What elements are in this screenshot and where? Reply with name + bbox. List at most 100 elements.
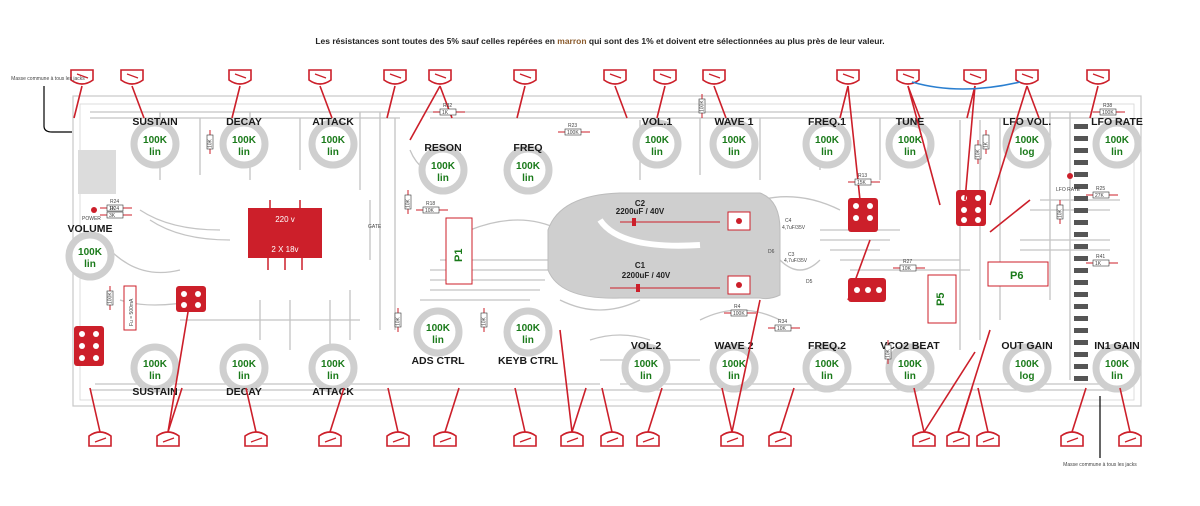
- jack-pin: [1124, 437, 1137, 443]
- pot-taper: lin: [640, 371, 652, 382]
- jack-pin: [609, 73, 622, 79]
- transformer-secondary: 2 X 18v: [271, 245, 298, 254]
- jack-body: [976, 431, 1000, 447]
- pot-value: 100K: [232, 359, 257, 370]
- jack: [896, 69, 920, 85]
- pot-ring: [802, 119, 852, 169]
- jack-wire: [779, 387, 795, 433]
- jack: [600, 431, 624, 447]
- resistor-value: 10K: [406, 198, 412, 208]
- jack-pin: [708, 73, 721, 79]
- jack-wire: [444, 387, 460, 433]
- resistor-value: 27K: [1095, 193, 1105, 199]
- pot-taper: lin: [84, 259, 96, 270]
- wire: [989, 85, 1028, 206]
- jack-pin: [324, 437, 337, 443]
- pot-label: ATTACK: [312, 116, 354, 128]
- pot-label: KEYB CTRL: [498, 355, 559, 367]
- jack-wire: [514, 387, 526, 433]
- resistors: 1KR243KR241KR32100KR23100KR38100K15KR131…: [100, 94, 1125, 364]
- pot-value: 100K: [321, 359, 346, 370]
- resistor-body: [106, 204, 124, 212]
- jack-pin: [1066, 437, 1079, 443]
- resistor-value: 100K: [567, 130, 579, 136]
- jack-wire: [1071, 387, 1087, 433]
- pot-label: RESON: [424, 142, 461, 154]
- pot-label: SUSTAIN: [132, 386, 177, 398]
- rsf-logo: [78, 150, 116, 194]
- resistor-id: R38: [1103, 103, 1112, 109]
- pot-ring: [130, 119, 180, 169]
- jack-wire: [73, 85, 83, 119]
- resistor-value: 100K: [700, 100, 706, 112]
- jack-pin: [162, 437, 175, 443]
- c4-value: 4,7uF/35V: [782, 225, 806, 231]
- jack-body: [1060, 431, 1084, 447]
- jack: [976, 431, 1000, 447]
- resistor-id: R25: [1096, 186, 1105, 192]
- lfo-led: [1067, 173, 1073, 179]
- pot-label: FREQ.1: [808, 116, 846, 128]
- jack: [963, 69, 987, 85]
- resistor-id: R18: [426, 201, 435, 207]
- pot-taper: lin: [1111, 147, 1123, 158]
- pot-value: 100K: [1015, 135, 1040, 146]
- jack-wire: [656, 85, 666, 119]
- jack-body: [70, 69, 94, 85]
- jack: [156, 431, 180, 447]
- pot-value: 100K: [426, 323, 451, 334]
- resistor-body: [698, 98, 706, 114]
- c1-value: 2200uF / 40V: [622, 271, 671, 280]
- header-p1-label: P1: [453, 249, 465, 262]
- pot-ring: [1092, 119, 1142, 169]
- wire: [964, 85, 976, 201]
- pot-value: 100K: [143, 135, 168, 146]
- jack: [428, 69, 452, 85]
- jack-body: [513, 69, 537, 85]
- pot-label: WAVE 1: [715, 116, 754, 128]
- resistor-value: 1K: [442, 110, 449, 116]
- resistor-id: R4: [734, 304, 741, 310]
- jack-pin: [389, 73, 402, 79]
- jack: [383, 69, 407, 85]
- regulator-lower-hole: [736, 282, 742, 288]
- pot-ring: [503, 307, 553, 357]
- jack: [912, 431, 936, 447]
- pot-value: 100K: [1015, 359, 1040, 370]
- pot-ring: [709, 343, 759, 393]
- resistor: 10K: [480, 308, 488, 332]
- header-p5-label: P5: [935, 293, 947, 306]
- jack-body: [318, 431, 342, 447]
- pot-taper: lin: [522, 335, 534, 346]
- jack-pin: [94, 437, 107, 443]
- resistor-id: R34: [778, 319, 787, 325]
- pot-taper: lin: [149, 147, 161, 158]
- jack-body: [636, 431, 660, 447]
- pot-value: 100K: [645, 135, 670, 146]
- pot-value: 100K: [516, 161, 541, 172]
- resistor: 10K: [394, 308, 402, 332]
- resistor-value: 3K: [109, 213, 116, 219]
- jack: [433, 431, 457, 447]
- ground-note-right: Masse commune à tous les jacks: [1063, 462, 1137, 468]
- jack-wire: [839, 85, 849, 119]
- pot-label: LFO RATE: [1091, 116, 1143, 128]
- resistor-body: [564, 128, 582, 136]
- resistor-body: [206, 134, 214, 150]
- jack: [513, 69, 537, 85]
- resistor: 1K: [982, 130, 990, 154]
- resistor-value: 10K: [886, 348, 892, 358]
- jack: [636, 431, 660, 447]
- resistor-value: 10K: [777, 326, 787, 332]
- jack-wire: [386, 85, 396, 119]
- jack-wire: [571, 387, 587, 433]
